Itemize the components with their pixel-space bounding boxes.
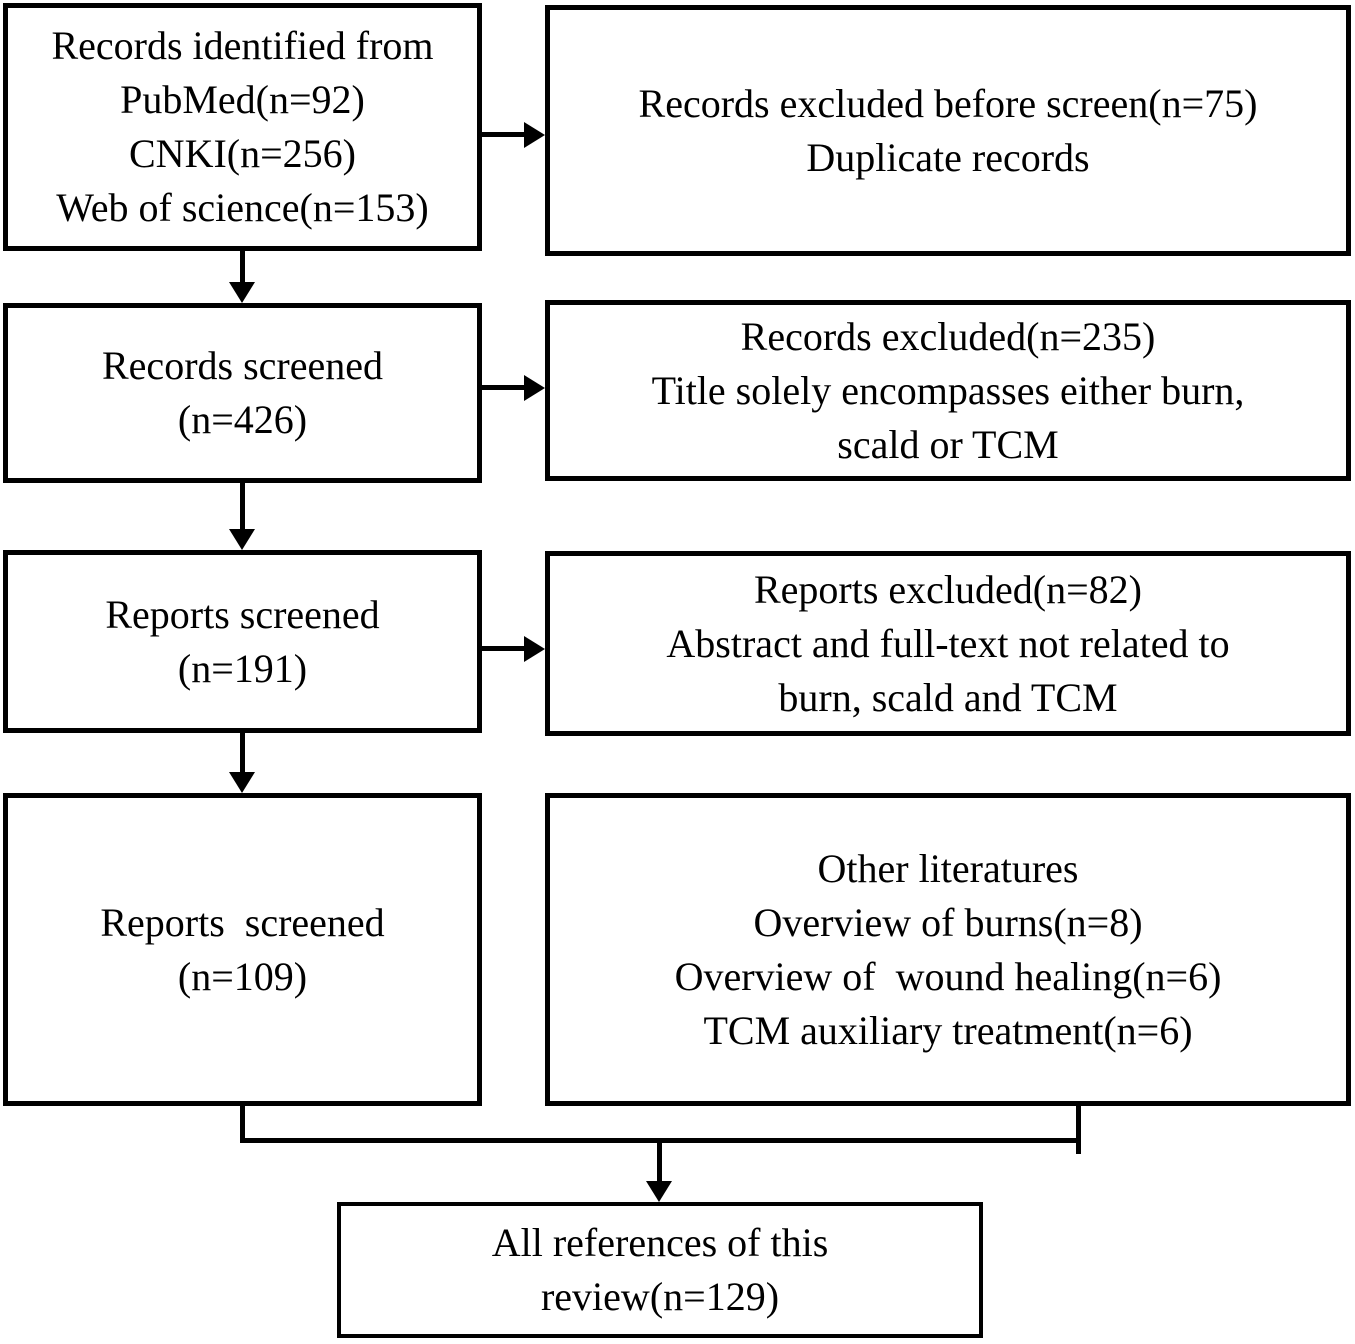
box-records-excluded-before-screen-line: Records excluded before screen(n=75) [638,80,1258,126]
arrow-identified-to-excluded-line [481,132,525,137]
arrow-screened-to-excluded-line [481,385,525,390]
box-reports-screened-109-line: Reports screened [100,899,385,945]
arrow-merge-to-references-line [657,1143,662,1182]
arrow-identified-to-excluded-head-icon [524,122,545,148]
arrow-screened-to-reports191-head-icon [229,529,255,550]
box-records-excluded-line: Records excluded(n=235) [740,313,1156,359]
box-other-literatures-line: Overview of burns(n=8) [753,899,1143,945]
box-records-excluded: Records excluded(n=235) Title solely enc… [545,300,1351,481]
box-records-excluded-before-screen-line: Duplicate records [806,134,1090,180]
connector-right-tick-line [1076,1143,1081,1154]
box-records-identified-line: CNKI(n=256) [129,131,356,176]
arrow-screened-to-reports191-line [240,483,245,531]
box-other-literatures-line: Overview of wound healing(n=6) [674,953,1222,999]
box-reports-screened-109: Reports screened (n=109) [3,793,482,1106]
connector-horizontal-line [240,1138,1081,1143]
box-records-screened-line: (n=426) [177,397,308,442]
arrow-reports191-to-excluded-line [481,646,525,651]
arrow-identified-to-screened-line [240,250,245,285]
arrow-screened-to-excluded-head-icon [524,375,545,401]
arrow-reports191-to-excluded-head-icon [524,636,545,662]
box-records-identified-line: Records identified from [51,23,434,68]
box-reports-screened-191: Reports screened (n=191) [3,550,482,733]
box-records-screened: Records screened (n=426) [3,303,482,483]
box-reports-screened-191-line: Reports screened [105,591,380,637]
box-reports-screened-109-line: (n=109) [177,953,308,999]
box-records-excluded-line: scald or TCM [837,421,1059,467]
box-reports-excluded-line: Abstract and full-text not related to [666,620,1230,666]
box-all-references-line: All references of this [491,1220,829,1265]
box-reports-excluded-line: burn, scald and TCM [778,674,1118,720]
box-records-identified-line: PubMed(n=92) [120,77,365,122]
box-reports-excluded-line: Reports excluded(n=82) [753,566,1142,612]
connector-right-stub-line [1076,1106,1081,1143]
arrow-reports191-to-reports109-line [240,733,245,774]
box-records-screened-line: Records screened [102,343,383,388]
box-all-references: All references of this review(n=129) [337,1202,983,1338]
connector-left-stub-line [240,1106,245,1143]
arrow-merge-to-references-head-icon [646,1181,672,1202]
box-records-identified-line: Web of science(n=153) [56,185,429,230]
box-records-identified: Records identified from PubMed(n=92) CNK… [3,3,482,251]
box-all-references-line: review(n=129) [540,1274,780,1319]
box-records-excluded-before-screen: Records excluded before screen(n=75) Dup… [545,5,1351,256]
box-reports-screened-191-line: (n=191) [177,645,308,691]
box-other-literatures-line: Other literatures [817,845,1079,891]
box-other-literatures: Other literatures Overview of burns(n=8)… [545,793,1351,1106]
arrow-identified-to-screened-head-icon [229,282,255,303]
box-other-literatures-line: TCM auxiliary treatment(n=6) [703,1007,1193,1053]
arrow-reports191-to-reports109-head-icon [229,772,255,793]
box-reports-excluded: Reports excluded(n=82) Abstract and full… [545,551,1351,736]
box-records-excluded-line: Title solely encompasses either burn, [651,367,1245,413]
